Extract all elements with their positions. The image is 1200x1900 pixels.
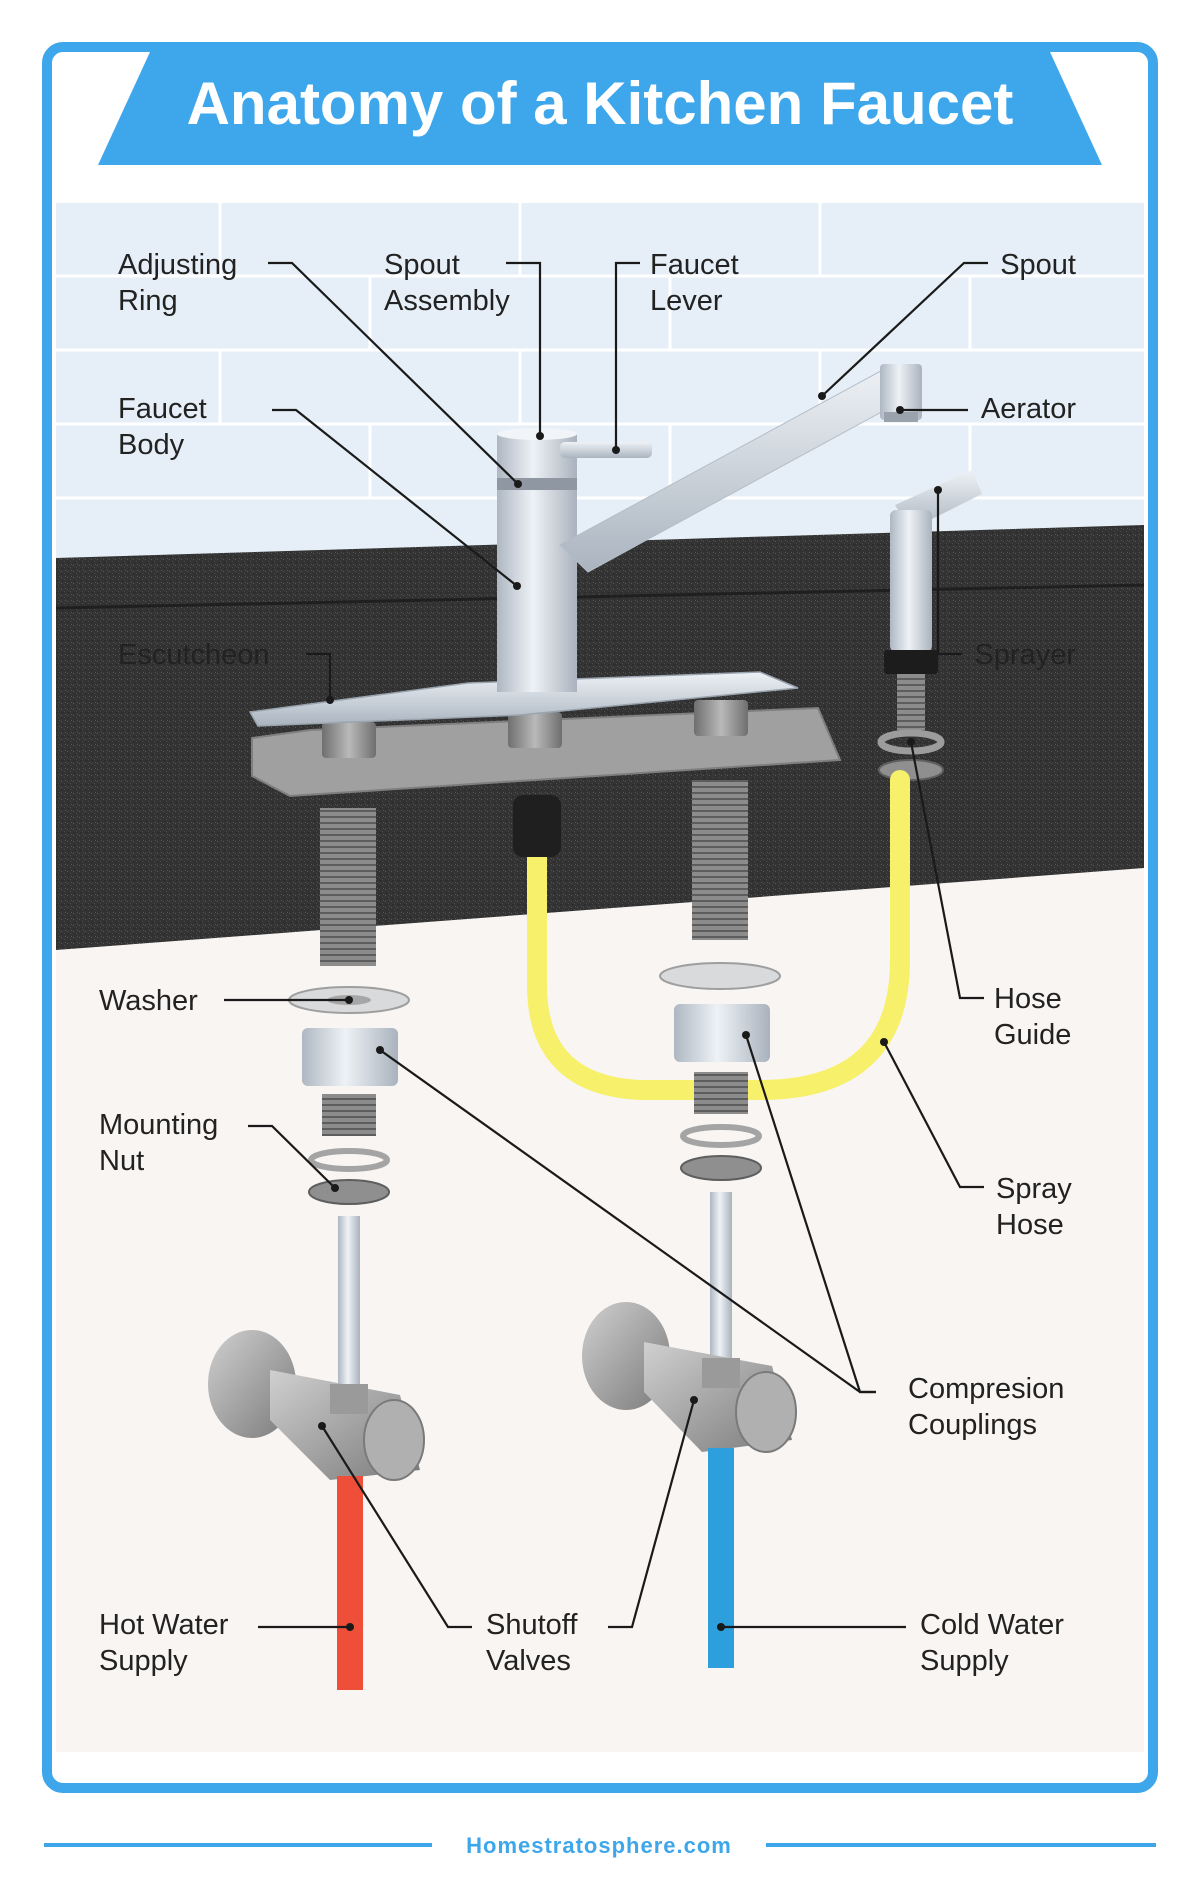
left-mounting-nut bbox=[308, 1179, 390, 1205]
sprayer-washer bbox=[877, 729, 945, 755]
aerator-tip bbox=[884, 412, 918, 422]
leader-faucet-body bbox=[272, 408, 518, 587]
sprayer-threaded-stem bbox=[897, 674, 925, 730]
hose-connector-center bbox=[513, 795, 561, 857]
leader-mounting-nut bbox=[248, 1124, 336, 1189]
leader-sprayer bbox=[936, 490, 962, 656]
deck-shank-left bbox=[322, 722, 376, 758]
leader-lines bbox=[224, 261, 988, 1631]
leader-escutcheon bbox=[306, 652, 332, 700]
label-washer: Washer bbox=[99, 985, 198, 1017]
leader-shutoff-left bbox=[321, 1425, 472, 1629]
left-compression-coupling bbox=[302, 1028, 398, 1086]
cabinet-interior bbox=[56, 868, 1144, 1752]
cold-water-pipe bbox=[708, 1448, 734, 1668]
spray-hose-line bbox=[527, 770, 910, 1100]
leader-coupling-right bbox=[744, 1034, 876, 1394]
leader-spout-assembly bbox=[506, 261, 542, 436]
leader-shutoff-right bbox=[608, 1399, 696, 1629]
deck-shank-right bbox=[694, 700, 748, 736]
countertop-surface bbox=[56, 525, 1144, 608]
right-mount-washer bbox=[680, 1124, 762, 1148]
right-compression-coupling bbox=[674, 1004, 770, 1062]
right-mounting-nut bbox=[680, 1155, 762, 1181]
label-sprayer: Sprayer bbox=[974, 639, 1076, 671]
left-valve-nut bbox=[330, 1384, 368, 1414]
left-supply-tube bbox=[338, 1216, 360, 1386]
countertop-edge bbox=[55, 583, 1145, 610]
left-mount-washer bbox=[308, 1148, 390, 1172]
right-valve-nut bbox=[702, 1358, 740, 1388]
faucet-lever-part bbox=[560, 442, 652, 458]
label-spout: Spout bbox=[1000, 249, 1076, 281]
left-valve-outlet bbox=[363, 1399, 425, 1481]
deck-plate bbox=[251, 706, 842, 798]
title-banner bbox=[98, 52, 1102, 165]
leader-faucet-lever bbox=[614, 261, 640, 450]
sprayer-nut bbox=[878, 759, 944, 781]
leader-spray-hose bbox=[883, 1041, 984, 1189]
footer-site-name[interactable]: Homestratosphere.com bbox=[466, 1833, 732, 1858]
spout-head bbox=[880, 364, 922, 420]
right-valve-outlet bbox=[735, 1371, 797, 1453]
right-coupling-thread bbox=[694, 1072, 748, 1114]
deck-shank-center bbox=[508, 712, 562, 748]
right-threaded-shank bbox=[692, 780, 748, 940]
label-escutcheon: Escutcheon bbox=[118, 639, 270, 671]
adjusting-ring-part bbox=[497, 478, 577, 490]
leader-hose-guide bbox=[909, 741, 984, 1000]
page-title: Anatomy of a Kitchen Faucet bbox=[187, 70, 1014, 137]
left-coupling-thread bbox=[322, 1094, 376, 1136]
right-washer-part bbox=[659, 962, 781, 990]
leader-adjusting-ring bbox=[268, 261, 519, 485]
leader-spout bbox=[821, 261, 988, 397]
sprayer-base-collar bbox=[884, 650, 938, 674]
sprayer-handle bbox=[890, 510, 932, 652]
label-aerator: Aerator bbox=[981, 393, 1076, 425]
escutcheon-plate bbox=[248, 671, 799, 727]
left-threaded-shank bbox=[320, 808, 376, 966]
faucet-body-cylinder bbox=[497, 490, 577, 692]
right-supply-tube bbox=[710, 1192, 732, 1362]
hot-water-pipe bbox=[337, 1476, 363, 1690]
